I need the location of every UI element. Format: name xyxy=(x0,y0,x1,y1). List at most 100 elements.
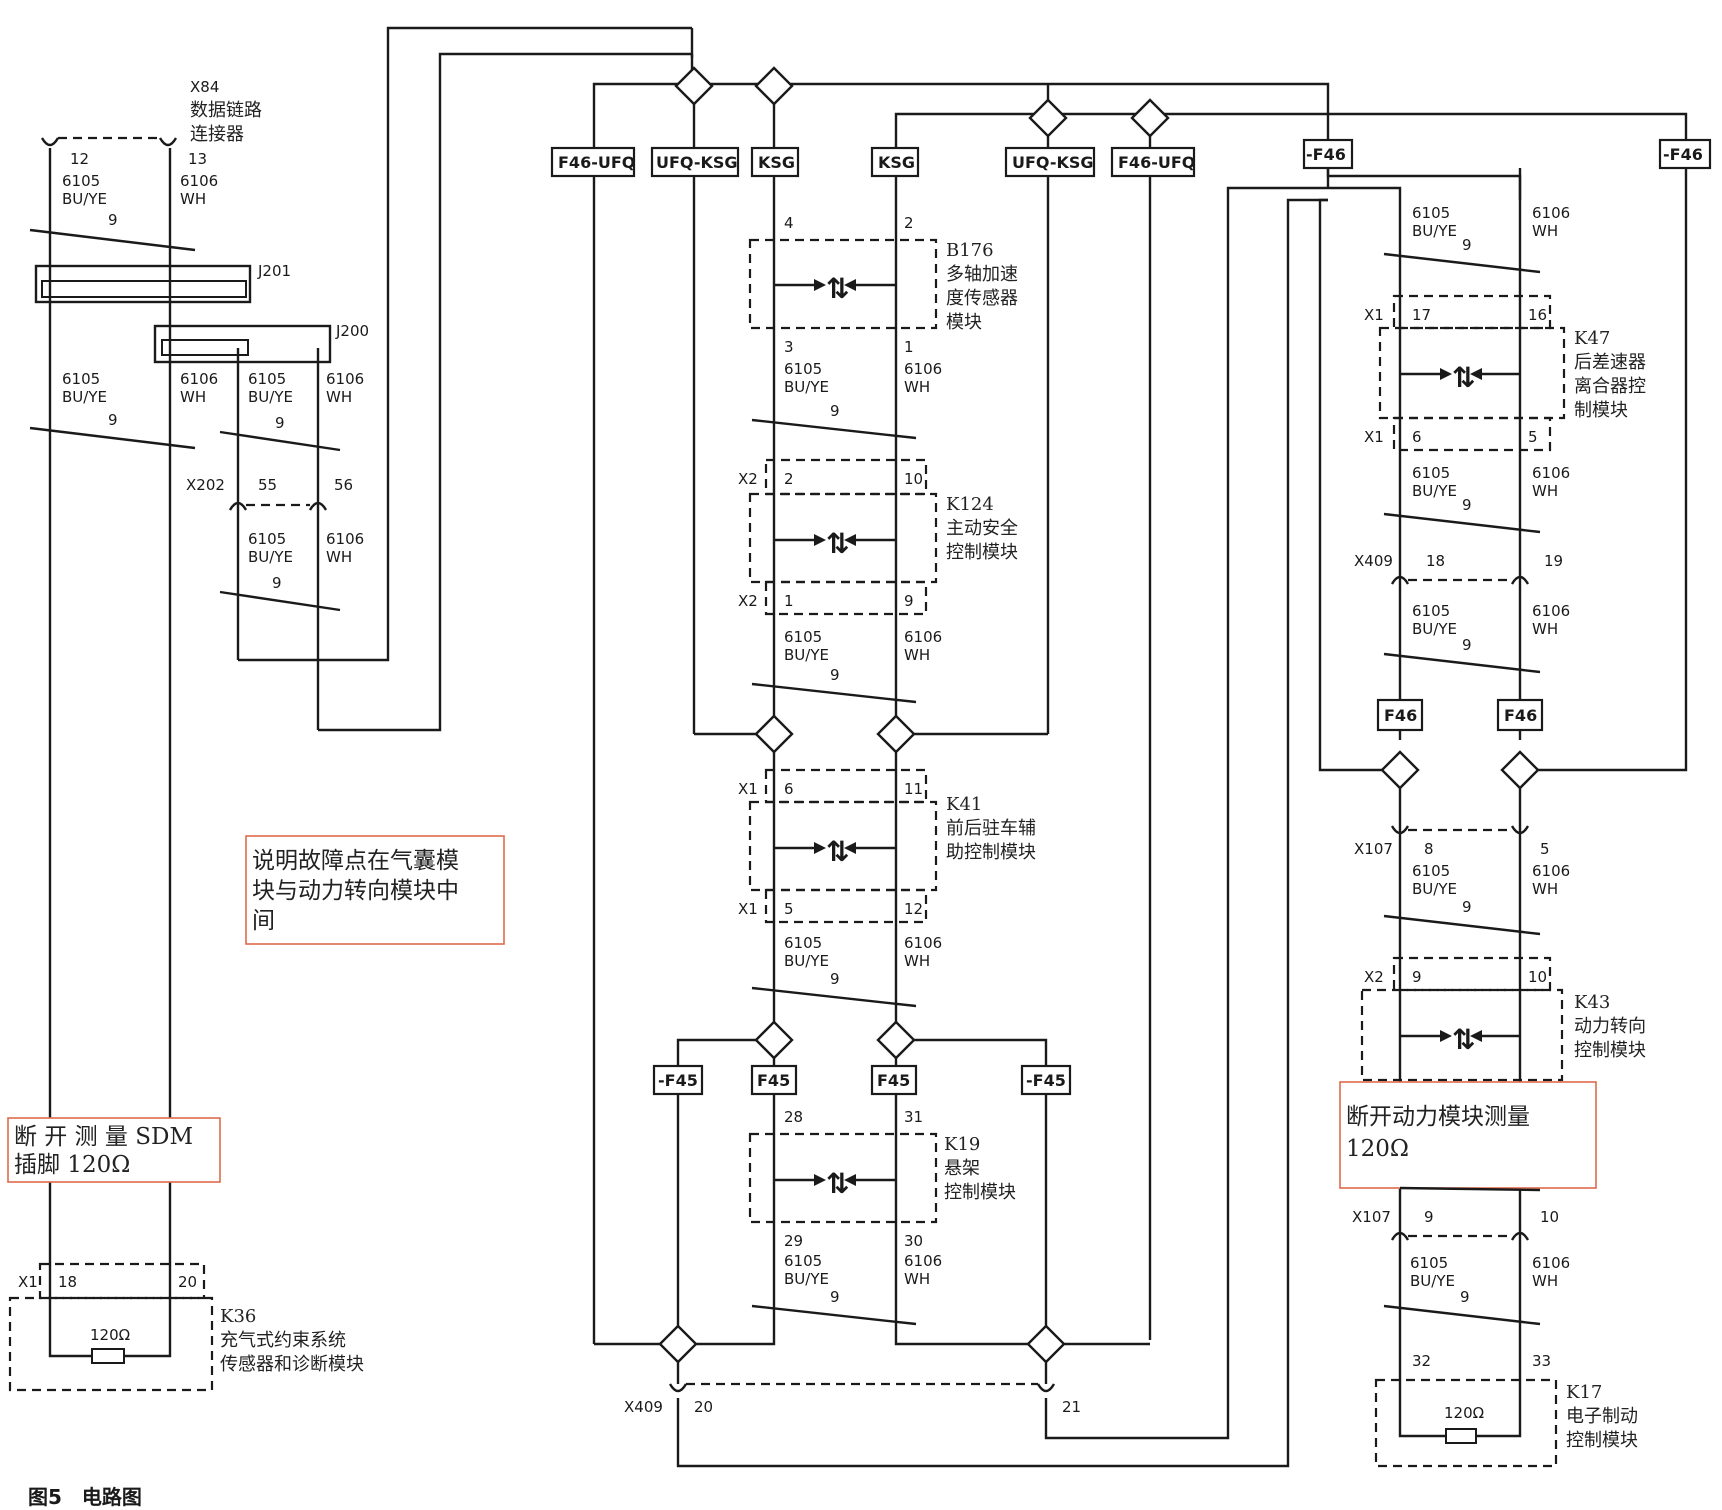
b176-name-line1: 多轴加速 xyxy=(946,264,1018,285)
k47-conn-top: X1 xyxy=(1364,306,1384,324)
k47-pin-tr: 16 xyxy=(1528,306,1547,324)
j201-outline xyxy=(34,264,252,304)
wire-label: 6105 xyxy=(1412,464,1450,482)
k19-name-line2: 控制模块 xyxy=(944,1182,1016,1203)
wire-6105-right-bus xyxy=(1318,198,1400,772)
wire-label: 6106 xyxy=(904,360,942,378)
splice-node xyxy=(658,1324,698,1364)
wire-label: 6105 xyxy=(1412,602,1450,620)
k17-pin-left: 32 xyxy=(1412,1352,1431,1370)
j200-bar xyxy=(161,339,249,356)
k43-name-line1: 动力转向 xyxy=(1574,1016,1646,1037)
x84-id: X84 xyxy=(190,78,219,96)
bidirectional-icon: ⇅ xyxy=(826,835,849,868)
wire-color: WH xyxy=(904,646,930,664)
twist-count: 9 xyxy=(1462,898,1472,916)
k124-pin-bl: 1 xyxy=(784,592,794,610)
splice-node xyxy=(1028,98,1068,138)
wire-label: 6105 xyxy=(784,1252,822,1270)
note-middle-line2: 块与动力转向模块中 xyxy=(252,878,459,904)
twist-count: 9 xyxy=(830,970,840,988)
wire-label: 6106 xyxy=(1532,1254,1570,1272)
tag-box xyxy=(550,146,636,178)
k19-pin-br: 30 xyxy=(904,1232,923,1250)
x107-bottom-id: X107 xyxy=(1352,1208,1391,1226)
bidirectional-icon: ⇅ xyxy=(826,527,849,560)
k47-id: K47 xyxy=(1574,328,1610,349)
b176-pin-bl: 3 xyxy=(784,338,794,356)
twist-mark xyxy=(29,426,196,450)
b176-pin-br: 1 xyxy=(904,338,914,356)
splice-node xyxy=(876,714,916,754)
wire-color: WH xyxy=(904,378,930,396)
note-sdm-box xyxy=(7,1117,221,1183)
k41-conn-bottom: X1 xyxy=(738,900,758,918)
bidirectional-icon: ⇅ xyxy=(1452,1023,1475,1056)
twist-mark xyxy=(751,418,917,440)
wire-label: 6105 xyxy=(784,628,822,646)
bottom-link-right xyxy=(894,1340,1150,1346)
central-bus: F46-UFQ UFQ-KSG KSG KSG UFQ-KSG F46-UFQ … xyxy=(245,28,1688,1468)
bus-top-horizontal xyxy=(592,82,1330,148)
x107-bottom-socket-left xyxy=(1390,1231,1410,1241)
k19-pin-bl: 29 xyxy=(784,1232,803,1250)
k47-name-line3: 制模块 xyxy=(1574,400,1628,421)
twist-mark xyxy=(1399,1186,1541,1192)
arrow-head xyxy=(844,279,856,291)
k41-name-line1: 前后驻车辅 xyxy=(946,818,1036,839)
splice-node xyxy=(754,66,794,106)
tag-box xyxy=(750,1064,798,1096)
k43-name-line2: 控制模块 xyxy=(1574,1040,1646,1061)
k47-connector-outline xyxy=(1392,416,1552,452)
k36-pin-right: 20 xyxy=(178,1273,197,1291)
note-middle-box xyxy=(245,835,505,945)
k36-resistor xyxy=(91,1348,125,1364)
twist-mark xyxy=(1383,652,1541,674)
k17-name-line2: 控制模块 xyxy=(1566,1430,1638,1451)
x84-name-line1: 数据链路 xyxy=(190,100,262,121)
bidirectional-icon: ⇅ xyxy=(1452,361,1475,394)
twist-mark xyxy=(751,1304,917,1326)
wire-color: WH xyxy=(326,548,352,566)
k124-pin-tr: 10 xyxy=(904,470,923,488)
splice-node xyxy=(1500,750,1540,790)
k17-module-outline xyxy=(1374,1378,1558,1468)
k17-resistor-value: 120Ω xyxy=(1444,1404,1484,1422)
x409-pin-left: 20 xyxy=(694,1398,713,1416)
b176-pin-tr: 2 xyxy=(904,214,914,232)
wire-label: 6106 xyxy=(904,934,942,952)
tag-box xyxy=(1004,146,1096,178)
k17-pin-right: 33 xyxy=(1532,1352,1551,1370)
k36-connector-outline xyxy=(38,1262,206,1300)
j201-id: J201 xyxy=(257,262,291,280)
note-power-box xyxy=(1339,1081,1597,1189)
k41-pin-tl: 6 xyxy=(784,780,794,798)
wire-color: WH xyxy=(1532,482,1558,500)
k36-resistor-value: 120Ω xyxy=(90,1326,130,1344)
x84-pin-right-socket xyxy=(158,137,178,147)
wire-color: BU/YE xyxy=(784,646,829,664)
j201-bar xyxy=(41,280,247,298)
left-section: X84 数据链路 连接器 12 13 6105 BU/YE 6106 WH 9 … xyxy=(7,26,692,1392)
x202-pin-left: 55 xyxy=(258,476,277,494)
x202-socket-left xyxy=(228,501,248,511)
k36-name-line1: 充气式约束系统 xyxy=(220,1330,346,1351)
tag-ufq-ksg: UFQ-KSG xyxy=(656,153,738,172)
wire-label: 6106 xyxy=(1532,204,1570,222)
wire-label: 6106 xyxy=(326,370,364,388)
k43-id: K43 xyxy=(1574,992,1610,1013)
twist-mark xyxy=(1383,1304,1541,1326)
k124-pin-br: 9 xyxy=(904,592,914,610)
x409-right-socket-right xyxy=(1510,575,1530,585)
wire-color: BU/YE xyxy=(784,378,829,396)
x107-bottom-pin-right: 10 xyxy=(1540,1208,1559,1226)
k36-termination-left xyxy=(48,1350,92,1358)
wire-color: BU/YE xyxy=(1412,222,1457,240)
twist-mark xyxy=(29,228,196,252)
k17-termination-right xyxy=(1476,1410,1522,1438)
splice-node xyxy=(754,1020,794,1060)
k17-id: K17 xyxy=(1566,1382,1602,1403)
route-6105-to-bus xyxy=(238,26,692,662)
x409-socket-left xyxy=(668,1383,688,1393)
tag-f46-ufq: F46-UFQ xyxy=(558,153,635,172)
